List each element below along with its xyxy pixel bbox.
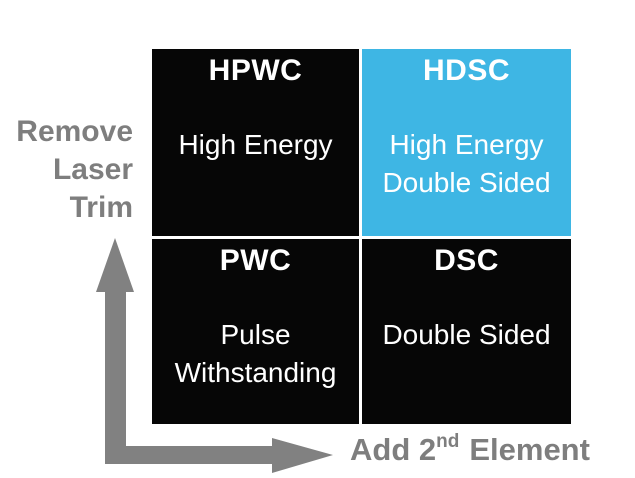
x-axis-label: Add 2nd Element xyxy=(350,431,590,474)
quadrant-hpwc-description: High Energy xyxy=(178,129,333,160)
quadrant-pwc: PWC Pulse Withstanding xyxy=(152,239,359,424)
x-axis-label-superscript: nd xyxy=(436,431,460,452)
right-arrow-shaft xyxy=(105,446,272,464)
quadrant-dsc: DSC Double Sided xyxy=(362,239,571,424)
quadrant-hpwc: HPWC High Energy xyxy=(152,49,359,236)
y-axis-label: Remove Laser Trim xyxy=(16,115,133,224)
x-axis-label-prefix: Add 2 xyxy=(350,432,437,467)
up-arrow-head-icon xyxy=(96,238,134,292)
quadrant-pwc-description: Pulse Withstanding xyxy=(174,319,337,388)
quadrant-hpwc-title: HPWC xyxy=(208,54,303,87)
quadrant-hdsc-title: HDSC xyxy=(422,54,510,87)
quadrant-dsc-title: DSC xyxy=(434,244,499,277)
quadrant-hdsc: HDSC High Energy Double Sided xyxy=(362,49,571,236)
right-arrow-head-icon xyxy=(272,438,333,473)
x-axis-label-suffix: Element xyxy=(469,432,590,467)
quadrant-dsc-description: Double Sided xyxy=(382,319,551,350)
quadrant-hdsc-description: High Energy Double Sided xyxy=(382,129,551,198)
quadrant-pwc-title: PWC xyxy=(219,244,292,277)
up-arrow-shaft xyxy=(105,290,126,464)
